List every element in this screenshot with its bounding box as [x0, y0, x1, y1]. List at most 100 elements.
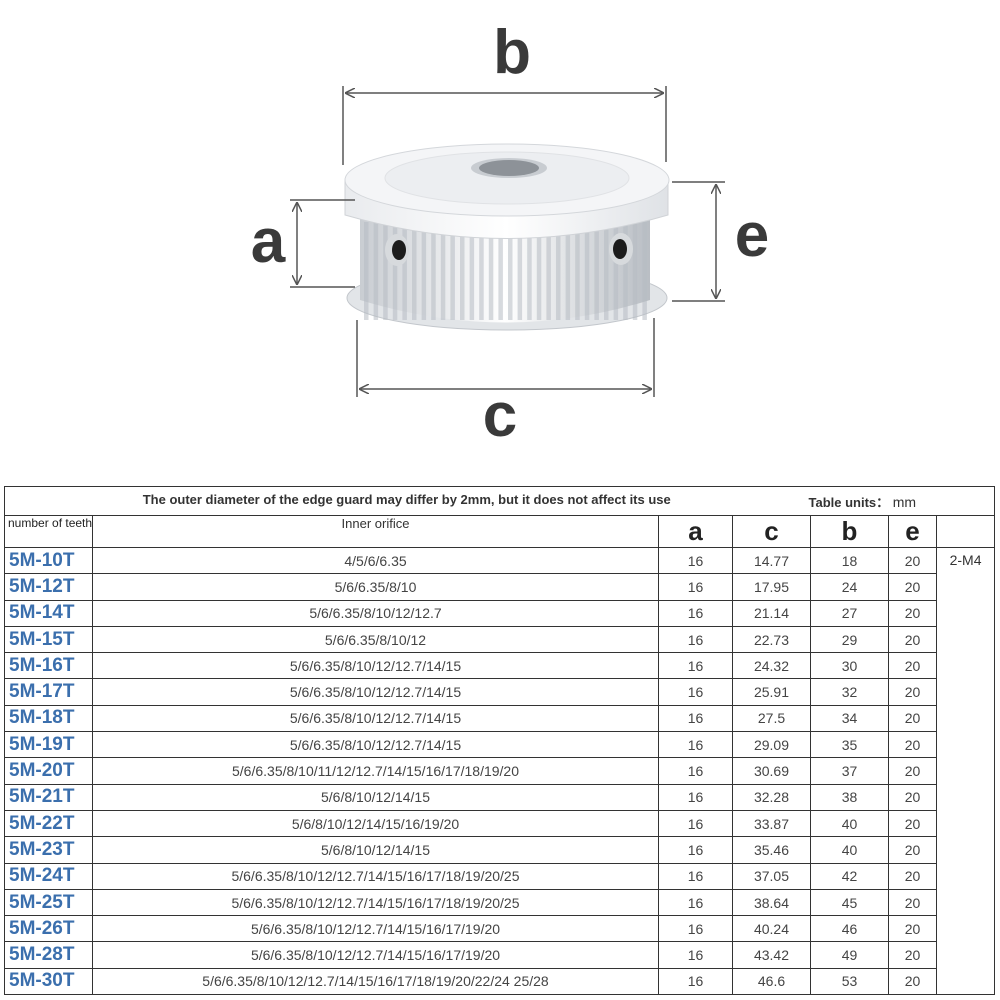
e-cell: 20: [888, 862, 937, 890]
pulley-tooth: [546, 222, 551, 320]
a-cell: 16: [658, 888, 733, 917]
c-cell: 33.87: [732, 809, 811, 838]
model-cell: 5M-25T: [4, 888, 93, 917]
a-cell: 16: [658, 915, 733, 943]
c-cell: 14.77: [732, 546, 811, 575]
model-cell: 5M-16T: [4, 652, 93, 680]
model-cell: 5M-18T: [4, 704, 93, 733]
model-cell: 5M-24T: [4, 862, 93, 890]
b-cell: 40: [810, 836, 889, 864]
e-cell: 20: [888, 704, 937, 733]
pulley-tooth: [604, 222, 609, 320]
pulley-tooth: [623, 222, 628, 320]
orifice-cell: 5/6/6.35/8/10/12/12.7/14/15: [92, 731, 659, 759]
e-cell: 20: [888, 678, 937, 706]
e-cell: 20: [888, 809, 937, 838]
a-cell: 16: [658, 862, 733, 890]
a-cell: 16: [658, 625, 733, 654]
set-screw-hole-icon: [609, 233, 633, 265]
orifice-cell: 5/6/6.35/8/10/12/12.7/14/15/16/17/18/19/…: [92, 888, 659, 917]
orifice-cell: 5/6/6.35/8/10/12/12.7: [92, 599, 659, 627]
b-cell: 37: [810, 757, 889, 785]
a-cell: 16: [658, 783, 733, 811]
pulley-dimension-diagram: b a e c: [251, 18, 769, 450]
orifice-cell: 5/6/6.35/8/10/12/12.7/14/15/16/17/19/20: [92, 915, 659, 943]
c-cell: 25.91: [732, 678, 811, 706]
c-cell: 38.64: [732, 888, 811, 917]
b-cell: 45: [810, 888, 889, 917]
b-cell: 35: [810, 731, 889, 759]
orifice-cell: 5/6/6.35/8/10/12/12.7/14/15/16/17/18/19/…: [92, 967, 659, 996]
a-cell: 16: [658, 757, 733, 785]
c-cell: 46.6: [732, 967, 811, 996]
model-cell: 5M-22T: [4, 809, 93, 838]
pulley-tooth: [392, 222, 398, 320]
model-cell: 5M-19T: [4, 731, 93, 759]
e-cell: 20: [888, 783, 937, 811]
pulley-tooth: [594, 222, 599, 320]
a-cell: 16: [658, 546, 733, 575]
dimension-label-b: b: [493, 18, 531, 87]
e-cell: 20: [888, 915, 937, 943]
model-cell: 5M-30T: [4, 967, 93, 996]
pulley-tooth: [450, 222, 455, 320]
model-cell: 5M-17T: [4, 678, 93, 706]
c-cell: 35.46: [732, 836, 811, 864]
pulley-tooth: [565, 222, 571, 320]
c-cell: 40.24: [732, 915, 811, 943]
pulley-tooth: [584, 222, 590, 320]
orifice-cell: 5/6/6.35/8/10: [92, 573, 659, 601]
a-cell: 16: [658, 573, 733, 601]
b-cell: 24: [810, 573, 889, 601]
orifice-cell: 5/6/8/10/12/14/15: [92, 783, 659, 811]
b-cell: 29: [810, 625, 889, 654]
c-cell: 22.73: [732, 625, 811, 654]
model-cell: 5M-15T: [4, 625, 93, 654]
orifice-cell: 5/6/8/10/12/14/15: [92, 836, 659, 864]
b-cell: 40: [810, 809, 889, 838]
b-cell: 46: [810, 915, 889, 943]
pulley-tooth: [642, 222, 647, 320]
a-cell: 16: [658, 941, 733, 969]
c-cell: 29.09: [732, 731, 811, 759]
pulley-tooth: [460, 222, 465, 320]
b-cell: 42: [810, 862, 889, 890]
orifice-cell: 5/6/6.35/8/10/12/12.7/14/15: [92, 678, 659, 706]
c-cell: 30.69: [732, 757, 811, 785]
c-cell: 32.28: [732, 783, 811, 811]
bore-hole-icon: [471, 158, 547, 178]
header-screw: [935, 515, 996, 548]
header-orifice: Inner orifice: [92, 515, 659, 548]
b-cell: 27: [810, 599, 889, 627]
e-cell: 20: [888, 731, 937, 759]
a-cell: 16: [658, 809, 733, 838]
dimension-label-e: e: [735, 201, 769, 270]
table-units-value: mm: [892, 493, 917, 510]
table-units: Table units： mm: [808, 492, 916, 511]
model-cell: 5M-21T: [4, 783, 93, 811]
c-cell: 21.14: [732, 599, 811, 627]
c-cell: 24.32: [732, 652, 811, 680]
orifice-cell: 5/6/6.35/8/10/12/12.7/14/15/16/17/19/20: [92, 941, 659, 969]
set-screw-hole-icon: [385, 234, 409, 266]
pulley-tooth: [527, 222, 532, 320]
table-header-row: number of teeth Inner orifice a c b e: [4, 515, 996, 548]
pulley-tooth: [632, 222, 638, 320]
e-cell: 20: [888, 599, 937, 627]
e-cell: 20: [888, 546, 937, 575]
orifice-cell: 5/6/6.35/8/10/12: [92, 625, 659, 654]
model-cell: 5M-12T: [4, 573, 93, 601]
orifice-cell: 5/6/8/10/12/14/15/16/19/20: [92, 809, 659, 838]
